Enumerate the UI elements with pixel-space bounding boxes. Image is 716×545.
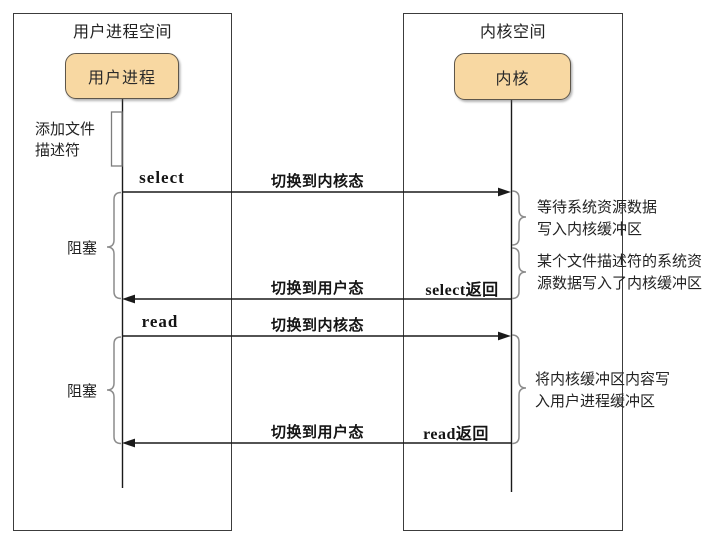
kernel-note-2: 某个文件描述符的系统资 源数据写入了内核缓冲区 [537, 251, 702, 295]
kernel-actor-label: 内核 [495, 70, 530, 88]
kernel-space-title: 内核空间 [479, 24, 546, 41]
read-call-arrowhead-icon [498, 331, 511, 341]
read-return-arrowhead-icon [122, 438, 135, 448]
block1-brace [106, 191, 122, 300]
add-fd-note-line2: 描述符 [35, 142, 81, 159]
copy-buffer-brace [511, 334, 527, 445]
kernel-note-3-line1: 将内核缓冲区内容写 [535, 371, 671, 388]
user-process-actor-label: 用户进程 [87, 70, 156, 87]
kernel-actor: 内核 [454, 53, 571, 100]
user-process-actor: 用户进程 [65, 53, 179, 99]
switch-to-kernel-label-1: 切换到内核态 [270, 173, 364, 190]
block-label-1: 阻塞 [66, 240, 97, 257]
kernel-note-1-line1: 等待系统资源数据 [537, 199, 658, 216]
kernel-space-box [403, 13, 623, 531]
switch-to-user-label-1: 切换到用户态 [270, 280, 364, 297]
user-space-box [13, 13, 232, 531]
select-call-arrowhead-icon [498, 187, 511, 197]
switch-to-user-label-2: 切换到用户态 [270, 424, 364, 441]
select-return-arrowhead-icon [122, 294, 135, 304]
kernel-note-3-line2: 入用户进程缓冲区 [535, 393, 656, 410]
data-ready-brace [511, 247, 527, 300]
select-return-label: select返回 [425, 282, 499, 299]
read-return-label: read返回 [423, 426, 489, 443]
add-fd-note-line1: 添加文件 [35, 121, 96, 138]
kernel-note-3: 将内核缓冲区内容写 入用户进程缓冲区 [535, 369, 670, 413]
wait-data-brace [511, 190, 527, 246]
kernel-note-2-line1: 某个文件描述符的系统资 [537, 253, 703, 270]
select-call-label: select [139, 168, 185, 187]
kernel-note-1: 等待系统资源数据 写入内核缓冲区 [537, 197, 657, 241]
block-label-2: 阻塞 [66, 383, 97, 400]
kernel-note-2-line2: 源数据写入了内核缓冲区 [537, 275, 703, 292]
switch-to-kernel-label-2: 切换到内核态 [270, 317, 364, 334]
read-call-label: read [141, 312, 179, 331]
add-fd-note: 添加文件 描述符 [35, 119, 95, 161]
block2-brace [106, 336, 122, 445]
kernel-note-1-line2: 写入内核缓冲区 [537, 221, 643, 238]
user-space-title: 用户进程空间 [72, 24, 172, 41]
activation-bar [110, 111, 123, 167]
